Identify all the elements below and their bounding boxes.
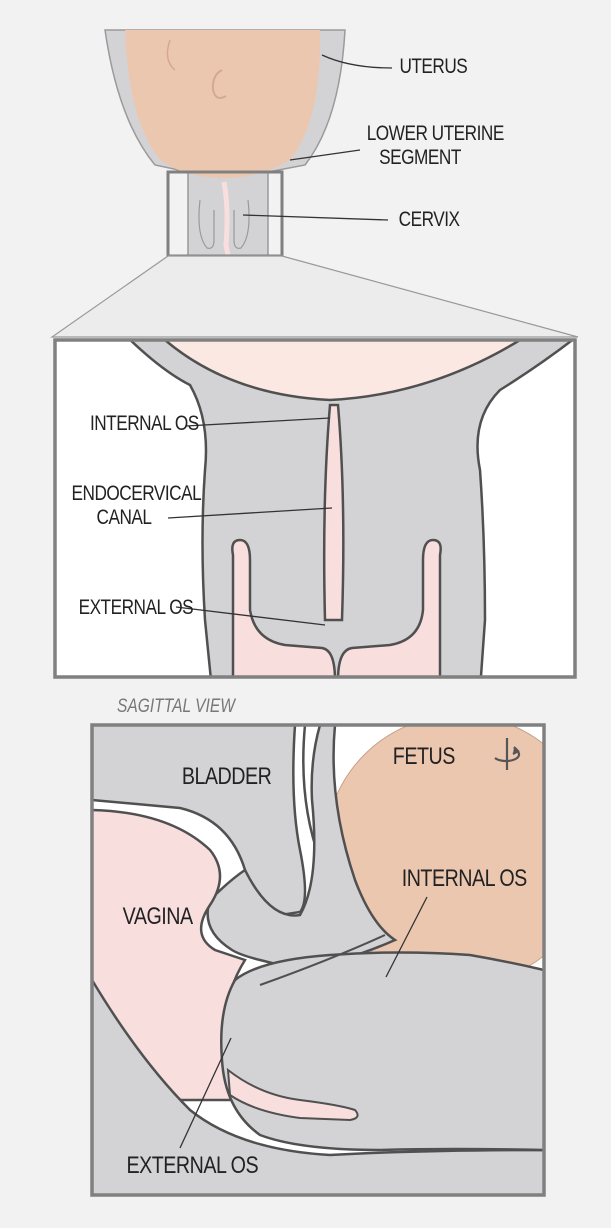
overview-uterus	[105, 30, 345, 270]
label-internal-os-sagittal: INTERNAL OS	[402, 865, 527, 893]
label-vagina: VAGINA	[123, 903, 193, 931]
label-lower-uterine-segment-line1: LOWER UTERINE	[367, 122, 474, 146]
label-external-os-sagittal: EXTERNAL OS	[126, 1152, 258, 1180]
zoom-projection	[52, 256, 578, 337]
label-cervix: CERVIX	[399, 208, 460, 232]
label-endocervical-line2: CANAL	[72, 506, 177, 530]
sagittal-panel-art	[92, 715, 595, 1195]
label-endocervical-canal: ENDOCERVICAL CANAL	[72, 482, 177, 530]
label-external-os-zoom: EXTERNAL OS	[79, 596, 194, 620]
label-lower-uterine-segment: LOWER UTERINE SEGMENT	[367, 122, 474, 170]
label-fetus: FETUS	[393, 743, 455, 771]
label-bladder: BLADDER	[182, 763, 272, 791]
label-uterus: UTERUS	[399, 55, 467, 79]
label-endocervical-line1: ENDOCERVICAL	[72, 482, 177, 506]
sagittal-view-title: SAGITTAL VIEW	[117, 696, 235, 718]
label-lower-uterine-segment-line2: SEGMENT	[367, 146, 474, 170]
endocervical-canal	[324, 405, 343, 620]
label-internal-os-zoom: INTERNAL OS	[90, 412, 199, 436]
